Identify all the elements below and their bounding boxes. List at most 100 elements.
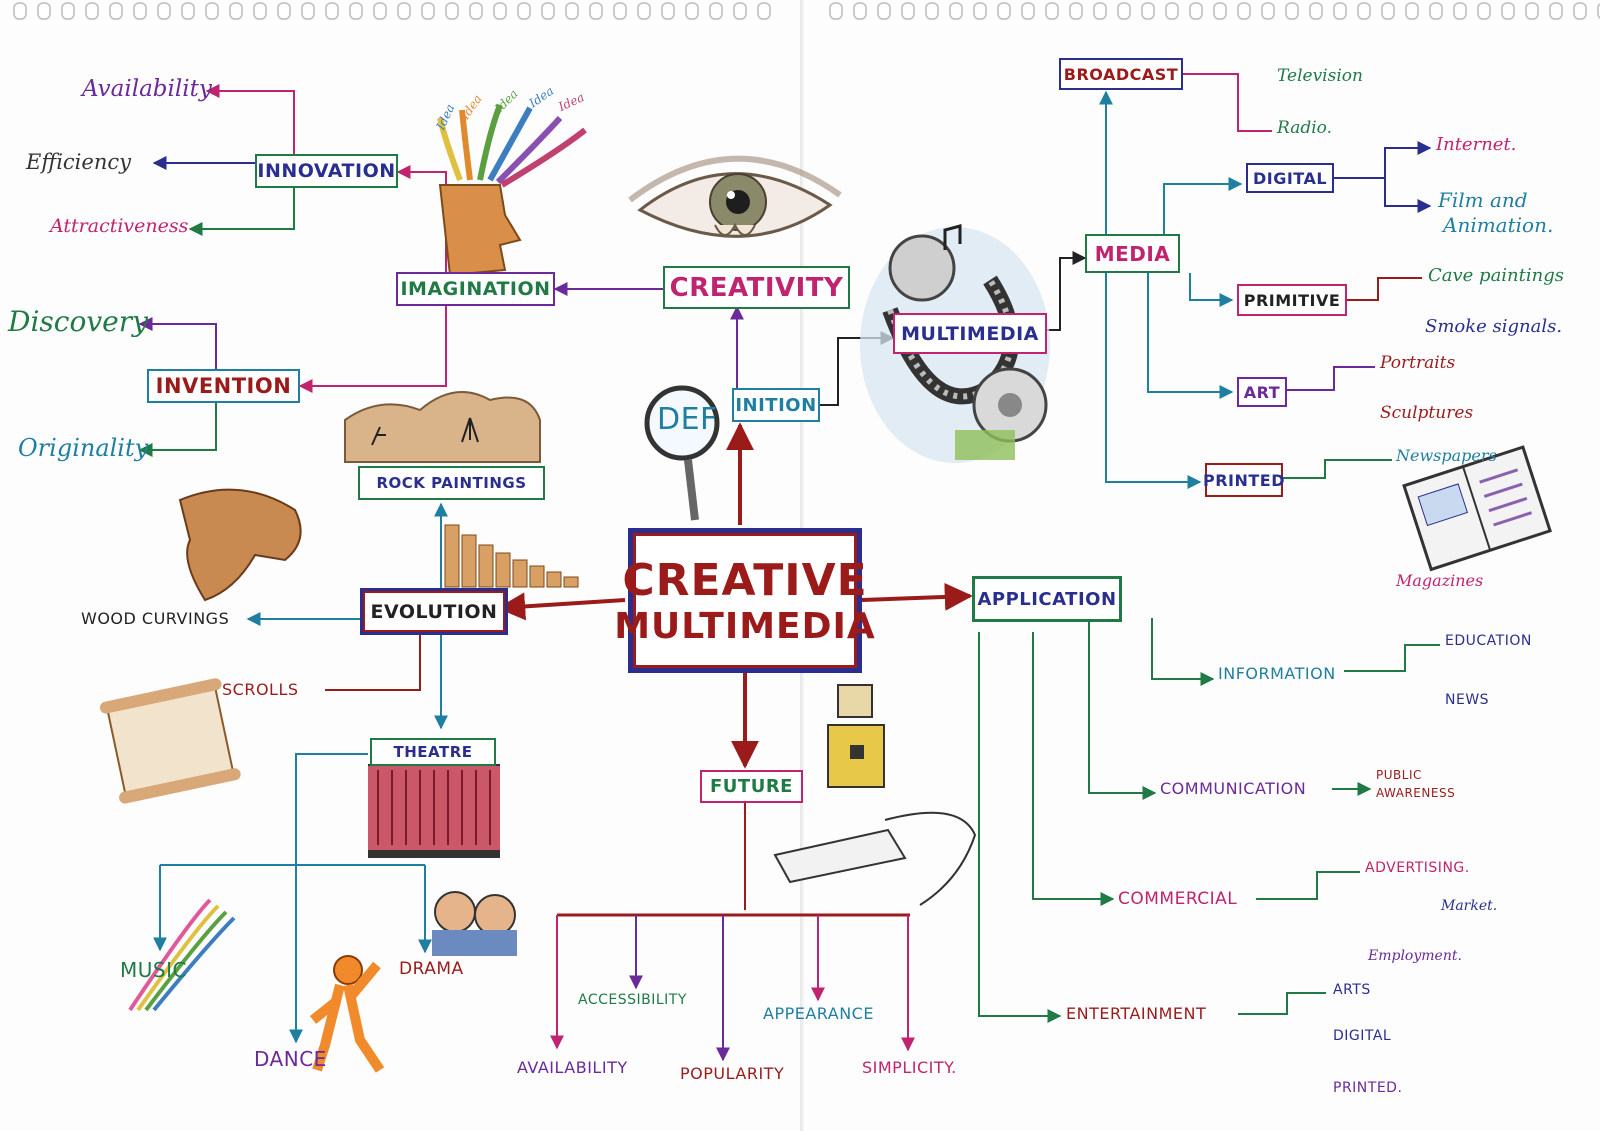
future-appearance: APPEARANCE <box>763 1004 874 1023</box>
theatre-music: MUSIC <box>120 958 187 982</box>
center-line2: MULTIMEDIA <box>614 605 876 647</box>
innovation-node: INNOVATION <box>255 154 398 188</box>
spiral-hole <box>1165 2 1179 20</box>
spiral-hole <box>973 2 987 20</box>
spiral-hole <box>685 2 699 20</box>
communication-label: COMMUNICATION <box>1160 779 1307 798</box>
spiral-hole <box>1069 2 1083 20</box>
entertainment-arts: ARTS <box>1333 982 1371 998</box>
center-trunks <box>497 422 973 769</box>
spiral-hole <box>1381 2 1395 20</box>
spiral-hole <box>13 2 27 20</box>
innovation-availability: Availability <box>82 76 212 102</box>
spiral-hole <box>925 2 939 20</box>
link-imagination-innovation <box>396 165 447 272</box>
drama-faces-illustration <box>432 891 517 956</box>
music-illustration <box>128 898 236 1012</box>
art-portraits: Portraits <box>1380 353 1456 373</box>
theatre-dance: DANCE <box>254 1047 327 1071</box>
link-broadcast-leaves <box>1183 73 1272 132</box>
information-news: NEWS <box>1445 692 1490 708</box>
link-commercial-leaves <box>1256 871 1360 900</box>
link-innovation-attractiveness <box>188 188 295 236</box>
dancer-illustration <box>309 955 385 1073</box>
link-imagination-invention <box>298 306 447 393</box>
definition-node: INITION <box>732 388 820 422</box>
scroll-illustration <box>99 678 241 804</box>
staircase-illustration <box>444 524 579 588</box>
spiral-hole <box>37 2 51 20</box>
application-links <box>978 618 1215 1023</box>
digital-animation: Animation. <box>1443 213 1554 237</box>
future-node: FUTURE <box>700 770 803 803</box>
spiral-hole <box>901 2 915 20</box>
spiral-hole <box>1117 2 1131 20</box>
evolution-node: EVOLUTION <box>360 588 508 635</box>
robot-illustration <box>773 684 977 906</box>
link-media-primitive <box>1189 273 1234 307</box>
spiral-hole <box>1261 2 1275 20</box>
newspaper-illustration <box>1402 445 1552 572</box>
spiral-hole <box>1333 2 1347 20</box>
link-innovation-availability <box>205 84 295 154</box>
digital-node: DIGITAL <box>1246 163 1334 193</box>
broadcast-node: BROADCAST <box>1059 58 1183 90</box>
head-illustration <box>437 103 587 277</box>
link-primitive-leaves <box>1347 277 1422 301</box>
spiral-hole <box>829 2 843 20</box>
spiral-hole <box>757 2 771 20</box>
spiral-hole <box>397 2 411 20</box>
primitive-smoke: Smoke signals. <box>1425 316 1563 337</box>
link-multimedia-media <box>1047 251 1087 331</box>
link-digital-film <box>1384 178 1432 213</box>
spiral-hole <box>949 2 963 20</box>
spiral-hole <box>1477 2 1491 20</box>
spiral-hole <box>709 2 723 20</box>
imagination-node: IMAGINATION <box>396 272 555 306</box>
spiral-hole <box>157 2 171 20</box>
spiral-hole <box>1045 2 1059 20</box>
media-node: MEDIA <box>1085 234 1180 273</box>
spiral-hole <box>85 2 99 20</box>
magnifier-illustration <box>644 385 720 521</box>
spiral-hole <box>565 2 579 20</box>
spiral-hole <box>445 2 459 20</box>
spiral-hole <box>493 2 507 20</box>
definition-part1: DEF <box>657 402 718 437</box>
spiral-hole <box>1573 2 1587 20</box>
communication-public: PUBLIC <box>1376 768 1422 782</box>
invention-discovery: Discovery <box>8 305 148 338</box>
spiral-hole <box>613 2 627 20</box>
link-entertainment-leaves <box>1238 992 1326 1015</box>
definition-part2: INITION <box>735 394 817 416</box>
invention-originality: Originality <box>18 434 149 462</box>
spiral-hole <box>1093 2 1107 20</box>
spiral-hole <box>349 2 363 20</box>
spiral-hole <box>421 2 435 20</box>
spiral-hole <box>517 2 531 20</box>
information-label: INFORMATION <box>1218 664 1336 683</box>
spiral-hole <box>61 2 75 20</box>
link-digital-internet <box>1334 141 1432 179</box>
spiral-hole <box>1525 2 1539 20</box>
link-invention-originality <box>138 403 217 457</box>
spiral-hole <box>733 2 747 20</box>
spiral-hole <box>1213 2 1227 20</box>
primitive-node: PRIMITIVE <box>1237 284 1347 316</box>
spiral-hole <box>661 2 675 20</box>
future-availability: AVAILABILITY <box>517 1058 628 1077</box>
spiral-hole <box>853 2 867 20</box>
commercial-market: Market. <box>1441 898 1498 914</box>
theatre-drama: DRAMA <box>399 959 464 979</box>
printed-newspapers: Newspapers <box>1396 446 1497 465</box>
spiral-hole <box>181 2 195 20</box>
spiral-hole <box>277 2 291 20</box>
printed-magazines: Magazines <box>1396 571 1484 590</box>
spiral-hole <box>301 2 315 20</box>
future-simplicity: SIMPLICITY. <box>862 1058 957 1077</box>
rock-paintings-node: ROCK PAINTINGS <box>358 466 545 500</box>
center-node: CREATIVE MULTIMEDIA <box>614 528 875 673</box>
link-art-leaves <box>1287 366 1375 391</box>
printed-node: PRINTED <box>1203 463 1285 497</box>
